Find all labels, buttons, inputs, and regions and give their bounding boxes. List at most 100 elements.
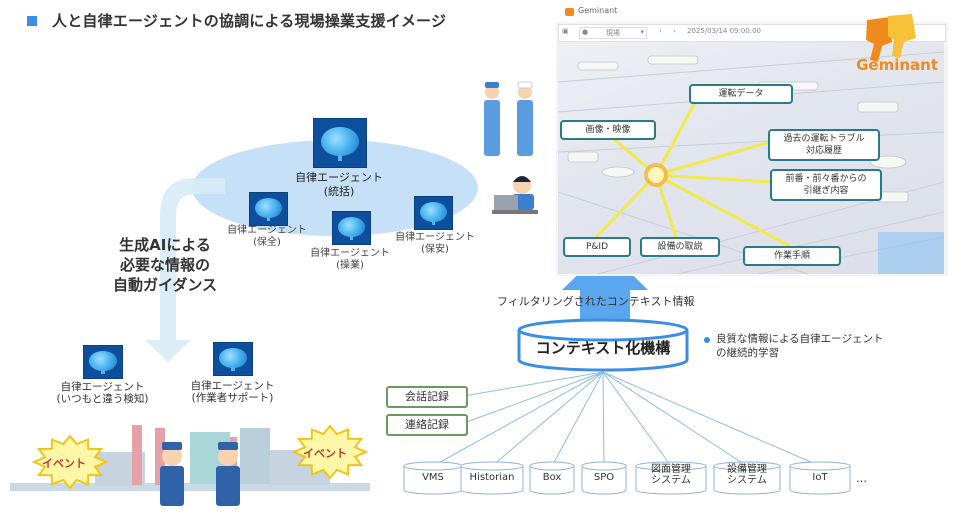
agent-anomaly-label: 自律エージェント (いつもと違う検知) xyxy=(45,381,160,405)
database-cylinder-icon xyxy=(635,461,707,495)
brain-icon xyxy=(332,211,371,245)
layer-toggle-icon[interactable]: ▣ xyxy=(562,27,569,35)
data-source-label: Box xyxy=(542,472,562,483)
connection-line xyxy=(551,371,604,467)
guidance-text: 生成AIによる 必要な情報の 自動ガイダンス xyxy=(90,235,240,295)
agent-main-label: 自律エージェント (統括) xyxy=(290,171,388,199)
geminant-logo-text: Geminant xyxy=(856,56,938,74)
info-box-pid[interactable]: P&ID xyxy=(563,237,631,257)
prev-button[interactable]: ‹ xyxy=(659,27,662,35)
learning-bullet-text: 良質な情報による自律エージェント の継続的学習 xyxy=(716,333,884,359)
connection-line xyxy=(602,371,748,467)
database-cylinder-icon xyxy=(713,461,781,495)
connection-line xyxy=(432,371,604,467)
area-dropdown[interactable]: ● 現場 ▾ xyxy=(579,27,647,39)
agent-worker-support-label: 自律エージェント (作業者サポート) xyxy=(175,380,290,404)
agent-role: (保安) xyxy=(421,244,449,255)
app-header: Geminant xyxy=(556,0,948,22)
agent-maintenance-label: 自律エージェント (保全) xyxy=(222,225,312,249)
database-cylinder-icon xyxy=(529,461,575,495)
event-label: イベント xyxy=(303,447,347,460)
guidance-line: 必要な情報の xyxy=(119,256,210,274)
guidance-line: 自動ガイダンス xyxy=(112,276,218,294)
next-button[interactable]: › xyxy=(673,27,676,35)
agent-name: 自律エージェント xyxy=(227,225,307,236)
database-cylinder-icon xyxy=(460,461,524,495)
agent-name: 自律エージェント xyxy=(310,248,390,259)
connection-line xyxy=(602,371,605,467)
app-toolbar: ▣ ● 現場 ▾ ‹ › 2025/03/14 09:00:00 xyxy=(558,24,946,42)
data-source-cylinders xyxy=(403,461,851,495)
geminant-mascot-logo-icon xyxy=(866,14,916,62)
event-label: イベント xyxy=(42,457,86,470)
record-box-conversation: 会話記録 xyxy=(386,386,468,408)
operator-at-laptop-icon xyxy=(492,176,538,214)
plant-map-graphics xyxy=(558,51,944,274)
agent-operation-label: 自律エージェント (操業) xyxy=(305,248,395,272)
record-box-contact: 連絡記録 xyxy=(386,414,468,436)
plant-3d-map[interactable]: 運転データ 画像・映像 過去の運転トラブル 対応履歴 前番・前々番からの 引継ぎ… xyxy=(558,42,944,274)
hub-ray xyxy=(655,173,773,184)
brain-icon xyxy=(83,345,123,379)
context-up-arrow xyxy=(562,248,648,322)
agent-role: (作業者サポート) xyxy=(191,392,274,404)
agent-safety-label: 自律エージェント (保安) xyxy=(390,232,480,256)
agent-name: 自律エージェント xyxy=(60,381,145,393)
data-source-label: Historian xyxy=(469,472,515,483)
info-box-operation-data[interactable]: 運転データ xyxy=(689,84,793,104)
connection-line xyxy=(602,371,821,467)
agent-name: 自律エージェント xyxy=(295,171,383,184)
connection-line xyxy=(463,371,604,424)
database-cylinder-icon xyxy=(581,461,627,495)
brain-icon xyxy=(313,118,367,168)
data-source-label: 設備管理 システム xyxy=(727,464,767,486)
connection-line xyxy=(463,371,604,397)
data-source-label: IoT xyxy=(812,472,828,483)
agent-role: (いつもと違う検知) xyxy=(56,393,149,405)
brain-icon xyxy=(213,342,253,376)
connection-line xyxy=(491,371,604,467)
worker-figure-icon xyxy=(484,81,533,156)
data-source-label: SPO xyxy=(593,472,615,483)
bullet-icon xyxy=(704,337,710,343)
hub-ray xyxy=(655,173,791,248)
source-connection-lines xyxy=(432,371,821,467)
context-engine-cylinder xyxy=(517,318,689,372)
data-source-label: VMS xyxy=(422,472,444,483)
event-burst-icon xyxy=(31,434,109,490)
timestamp: 2025/03/14 09:00:00 xyxy=(687,27,762,35)
geminant-screenshot-panel: Geminant ▣ ● 現場 ▾ ‹ › 2025/03/14 09:00:0… xyxy=(556,0,948,276)
agent-name: 自律エージェント xyxy=(190,380,275,392)
info-box-handover[interactable]: 前番・前々番からの 引継ぎ内容 xyxy=(770,169,882,201)
info-box-work-procedure[interactable]: 作業手順 xyxy=(743,246,841,266)
data-source-label: 図面管理 システム xyxy=(651,464,691,486)
app-name: Geminant xyxy=(578,6,618,15)
hub-ray xyxy=(594,173,658,239)
database-cylinder-icon xyxy=(789,461,851,495)
agent-role: (保全) xyxy=(253,237,281,248)
agent-role: (統括) xyxy=(323,185,355,198)
brain-icon xyxy=(414,196,453,230)
title-bullet-icon xyxy=(27,16,37,26)
filtered-context-label: フィルタリングされたコンテキスト情報 xyxy=(497,295,695,308)
context-engine-label: コンテキスト化機構 xyxy=(535,339,671,357)
chevron-down-icon: ▾ xyxy=(640,28,644,36)
more-sources-indicator: … xyxy=(856,472,867,485)
hub-ray xyxy=(654,96,700,176)
dropdown-value: 現場 xyxy=(606,29,620,37)
info-box-past-trouble[interactable]: 過去の運転トラブル 対応履歴 xyxy=(768,129,880,161)
geminant-logo-icon xyxy=(565,8,574,16)
hub-ray xyxy=(655,140,771,177)
agent-name: 自律エージェント xyxy=(395,232,475,243)
info-box-image-video[interactable]: 画像・映像 xyxy=(560,120,656,140)
connection-line xyxy=(602,371,672,467)
brain-icon xyxy=(249,192,288,226)
worker-with-wrench-icon xyxy=(160,442,240,506)
page-title: 人と自律エージェントの協調による現場操業支援イメージ xyxy=(52,12,447,30)
guidance-line: 生成AIによる xyxy=(119,236,211,254)
guidance-arrow xyxy=(145,178,225,362)
dropdown-dot-icon: ● xyxy=(582,28,589,36)
info-box-equipment-manual[interactable]: 設備の取説 xyxy=(640,237,720,257)
sunburst-hub-icon xyxy=(644,163,668,187)
agent-role: (操業) xyxy=(336,260,364,271)
